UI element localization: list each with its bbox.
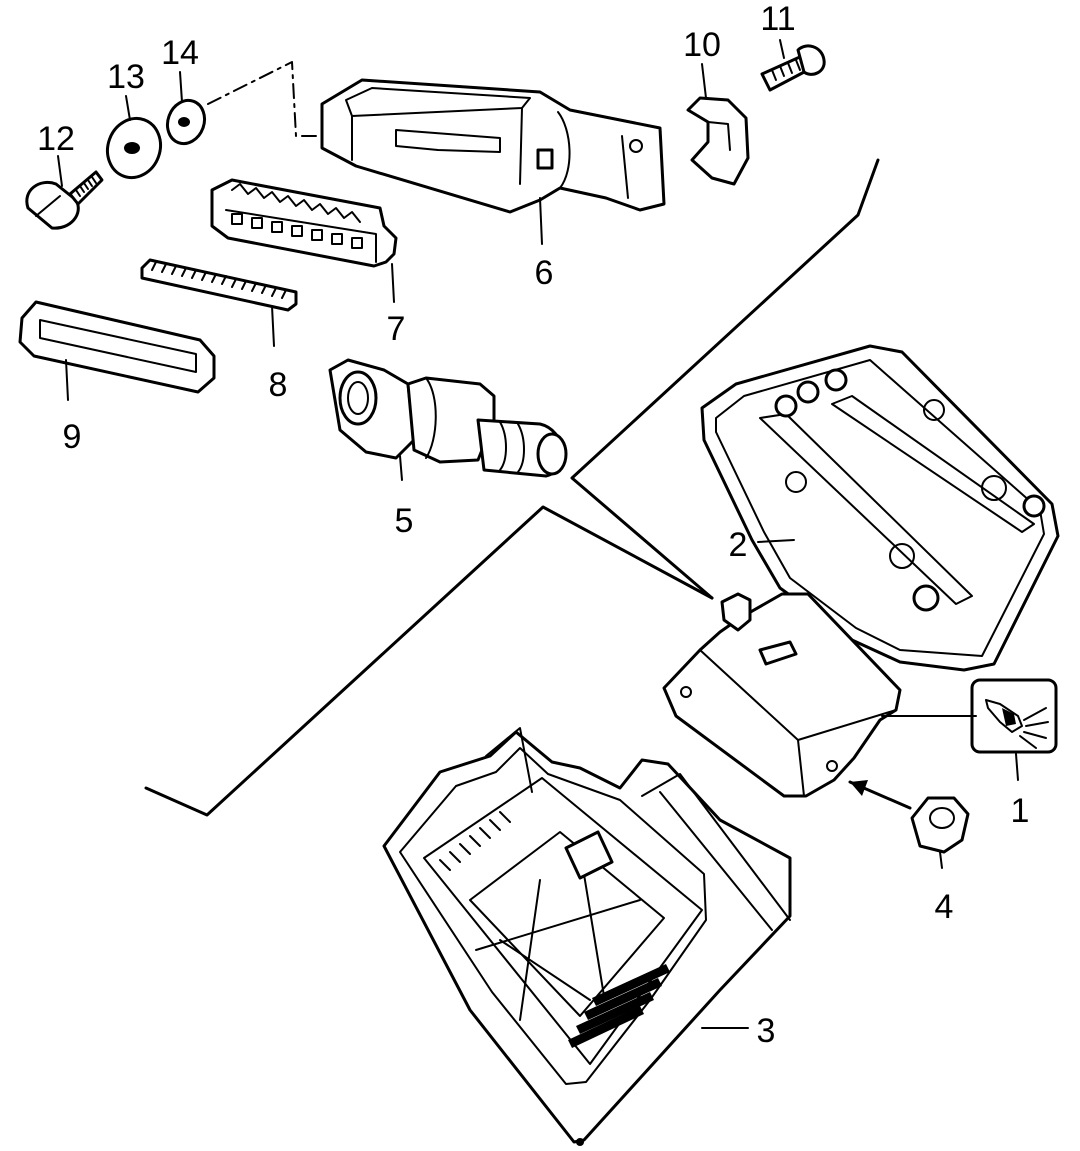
callout-12: 12 xyxy=(37,120,75,158)
callout-10: 10 xyxy=(683,26,721,64)
callout-4: 4 xyxy=(935,888,954,926)
part-8-terminal-strip xyxy=(140,258,298,312)
part-5-fitting xyxy=(328,358,568,478)
callout-9: 9 xyxy=(63,418,82,456)
callout-7: 7 xyxy=(387,310,406,348)
part-2-mounting-plate xyxy=(700,344,1060,672)
callout-14: 14 xyxy=(161,34,199,72)
callout-6: 6 xyxy=(535,254,554,292)
part-6-connector-housing xyxy=(320,78,666,214)
leader-lines xyxy=(57,39,1019,1029)
assembly-lines xyxy=(144,61,880,817)
callout-13: 13 xyxy=(107,58,145,96)
callout-2: 2 xyxy=(729,526,748,564)
spark-plug-icon xyxy=(970,678,1058,754)
part-14-washer xyxy=(165,98,207,146)
part-1-control-unit xyxy=(662,592,902,798)
callout-11: 11 xyxy=(760,0,795,38)
tray-vent-slots xyxy=(568,964,670,1048)
part-10-clip xyxy=(686,96,750,186)
part-11-screw xyxy=(760,44,826,92)
assembly-arrow xyxy=(848,780,912,810)
callout-1: 1 xyxy=(1011,792,1030,830)
plug-pin-row xyxy=(231,213,363,249)
callout-8: 8 xyxy=(269,366,288,404)
part-12-screw xyxy=(25,170,104,230)
part-7-multipin-plug xyxy=(210,178,398,268)
callout-5: 5 xyxy=(395,502,414,540)
part-4-nut xyxy=(910,796,970,854)
part-3-housing-tray xyxy=(382,727,792,1146)
callout-labels: 1 2 3 4 5 6 7 8 9 10 11 12 13 14 xyxy=(37,0,1029,1050)
part-9-seal xyxy=(18,300,216,394)
callout-3: 3 xyxy=(757,1012,776,1050)
part-13-washer xyxy=(106,116,162,180)
